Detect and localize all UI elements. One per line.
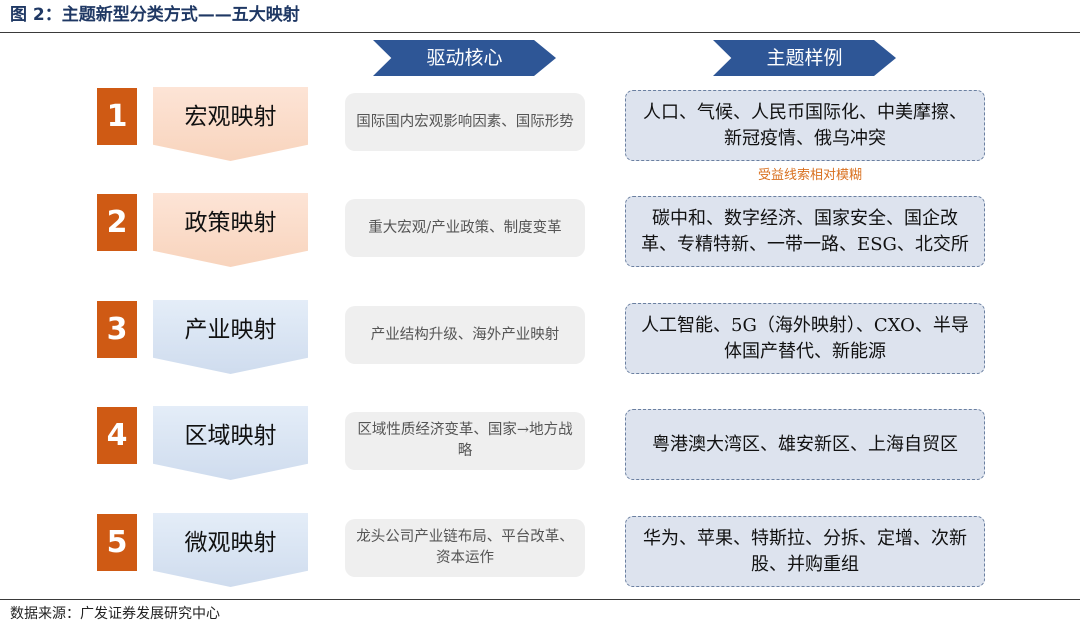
mapping-row-macro: 1 宏观映射 国际国内宏观影响因素、国际形势 人口、气候、人民币国际化、中美摩擦… (0, 87, 1080, 168)
mapping-label: 区域映射 (184, 423, 277, 449)
driver-box: 国际国内宏观影响因素、国际形势 (345, 93, 585, 151)
driver-box: 重大宏观/产业政策、制度变革 (345, 199, 585, 257)
row-number: 4 (97, 407, 137, 464)
figure-title: 图 2：主题新型分类方式——五大映射 (10, 5, 300, 25)
driver-box: 区域性质经济变革、国家→地方战略 (345, 412, 585, 470)
example-box: 粤港澳大湾区、雄安新区、上海自贸区 (625, 409, 985, 480)
row-number: 2 (97, 194, 137, 251)
mapping-label: 微观映射 (184, 530, 277, 556)
mapping-row-regional: 4 区域映射 区域性质经济变革、国家→地方战略 粤港澳大湾区、雄安新区、上海自贸… (0, 406, 1080, 487)
mapping-label: 产业映射 (184, 317, 277, 343)
mapping-row-industry: 3 产业映射 产业结构升级、海外产业映射 人工智能、5G（海外映射）、CXO、半… (0, 300, 1080, 381)
header-driver-core: 驱动核心 (373, 40, 556, 76)
example-box: 人口、气候、人民币国际化、中美摩擦、新冠疫情、俄乌冲突 (625, 90, 985, 161)
mapping-row-micro: 5 微观映射 龙头公司产业链布局、平台改革、资本运作 华为、苹果、特斯拉、分拆、… (0, 513, 1080, 594)
mapping-label: 宏观映射 (184, 104, 277, 130)
data-source: 数据来源：广发证券发展研究中心 (10, 606, 220, 622)
mapping-chevron (153, 87, 308, 161)
mapping-label: 政策映射 (184, 210, 277, 236)
note-vague-clues: 受益线索相对模糊 (757, 168, 862, 183)
mapping-chevron (153, 300, 308, 374)
bottom-divider (0, 599, 1080, 600)
mapping-chevron (153, 513, 308, 587)
driver-box: 产业结构升级、海外产业映射 (345, 306, 585, 364)
top-divider (0, 32, 1080, 33)
row-number: 1 (97, 88, 137, 145)
mapping-chevron (153, 406, 308, 480)
example-box: 人工智能、5G（海外映射）、CXO、半导体国产替代、新能源 (625, 303, 985, 374)
row-number: 3 (97, 301, 137, 358)
example-box: 碳中和、数字经济、国家安全、国企改革、专精特新、一带一路、ESG、北交所 (625, 196, 985, 267)
driver-box: 龙头公司产业链布局、平台改革、资本运作 (345, 519, 585, 577)
header-theme-examples: 主题样例 (713, 40, 896, 76)
row-number: 5 (97, 514, 137, 571)
mapping-row-policy: 2 政策映射 重大宏观/产业政策、制度变革 碳中和、数字经济、国家安全、国企改革… (0, 193, 1080, 274)
mapping-chevron (153, 193, 308, 267)
example-box: 华为、苹果、特斯拉、分拆、定增、次新股、并购重组 (625, 516, 985, 587)
